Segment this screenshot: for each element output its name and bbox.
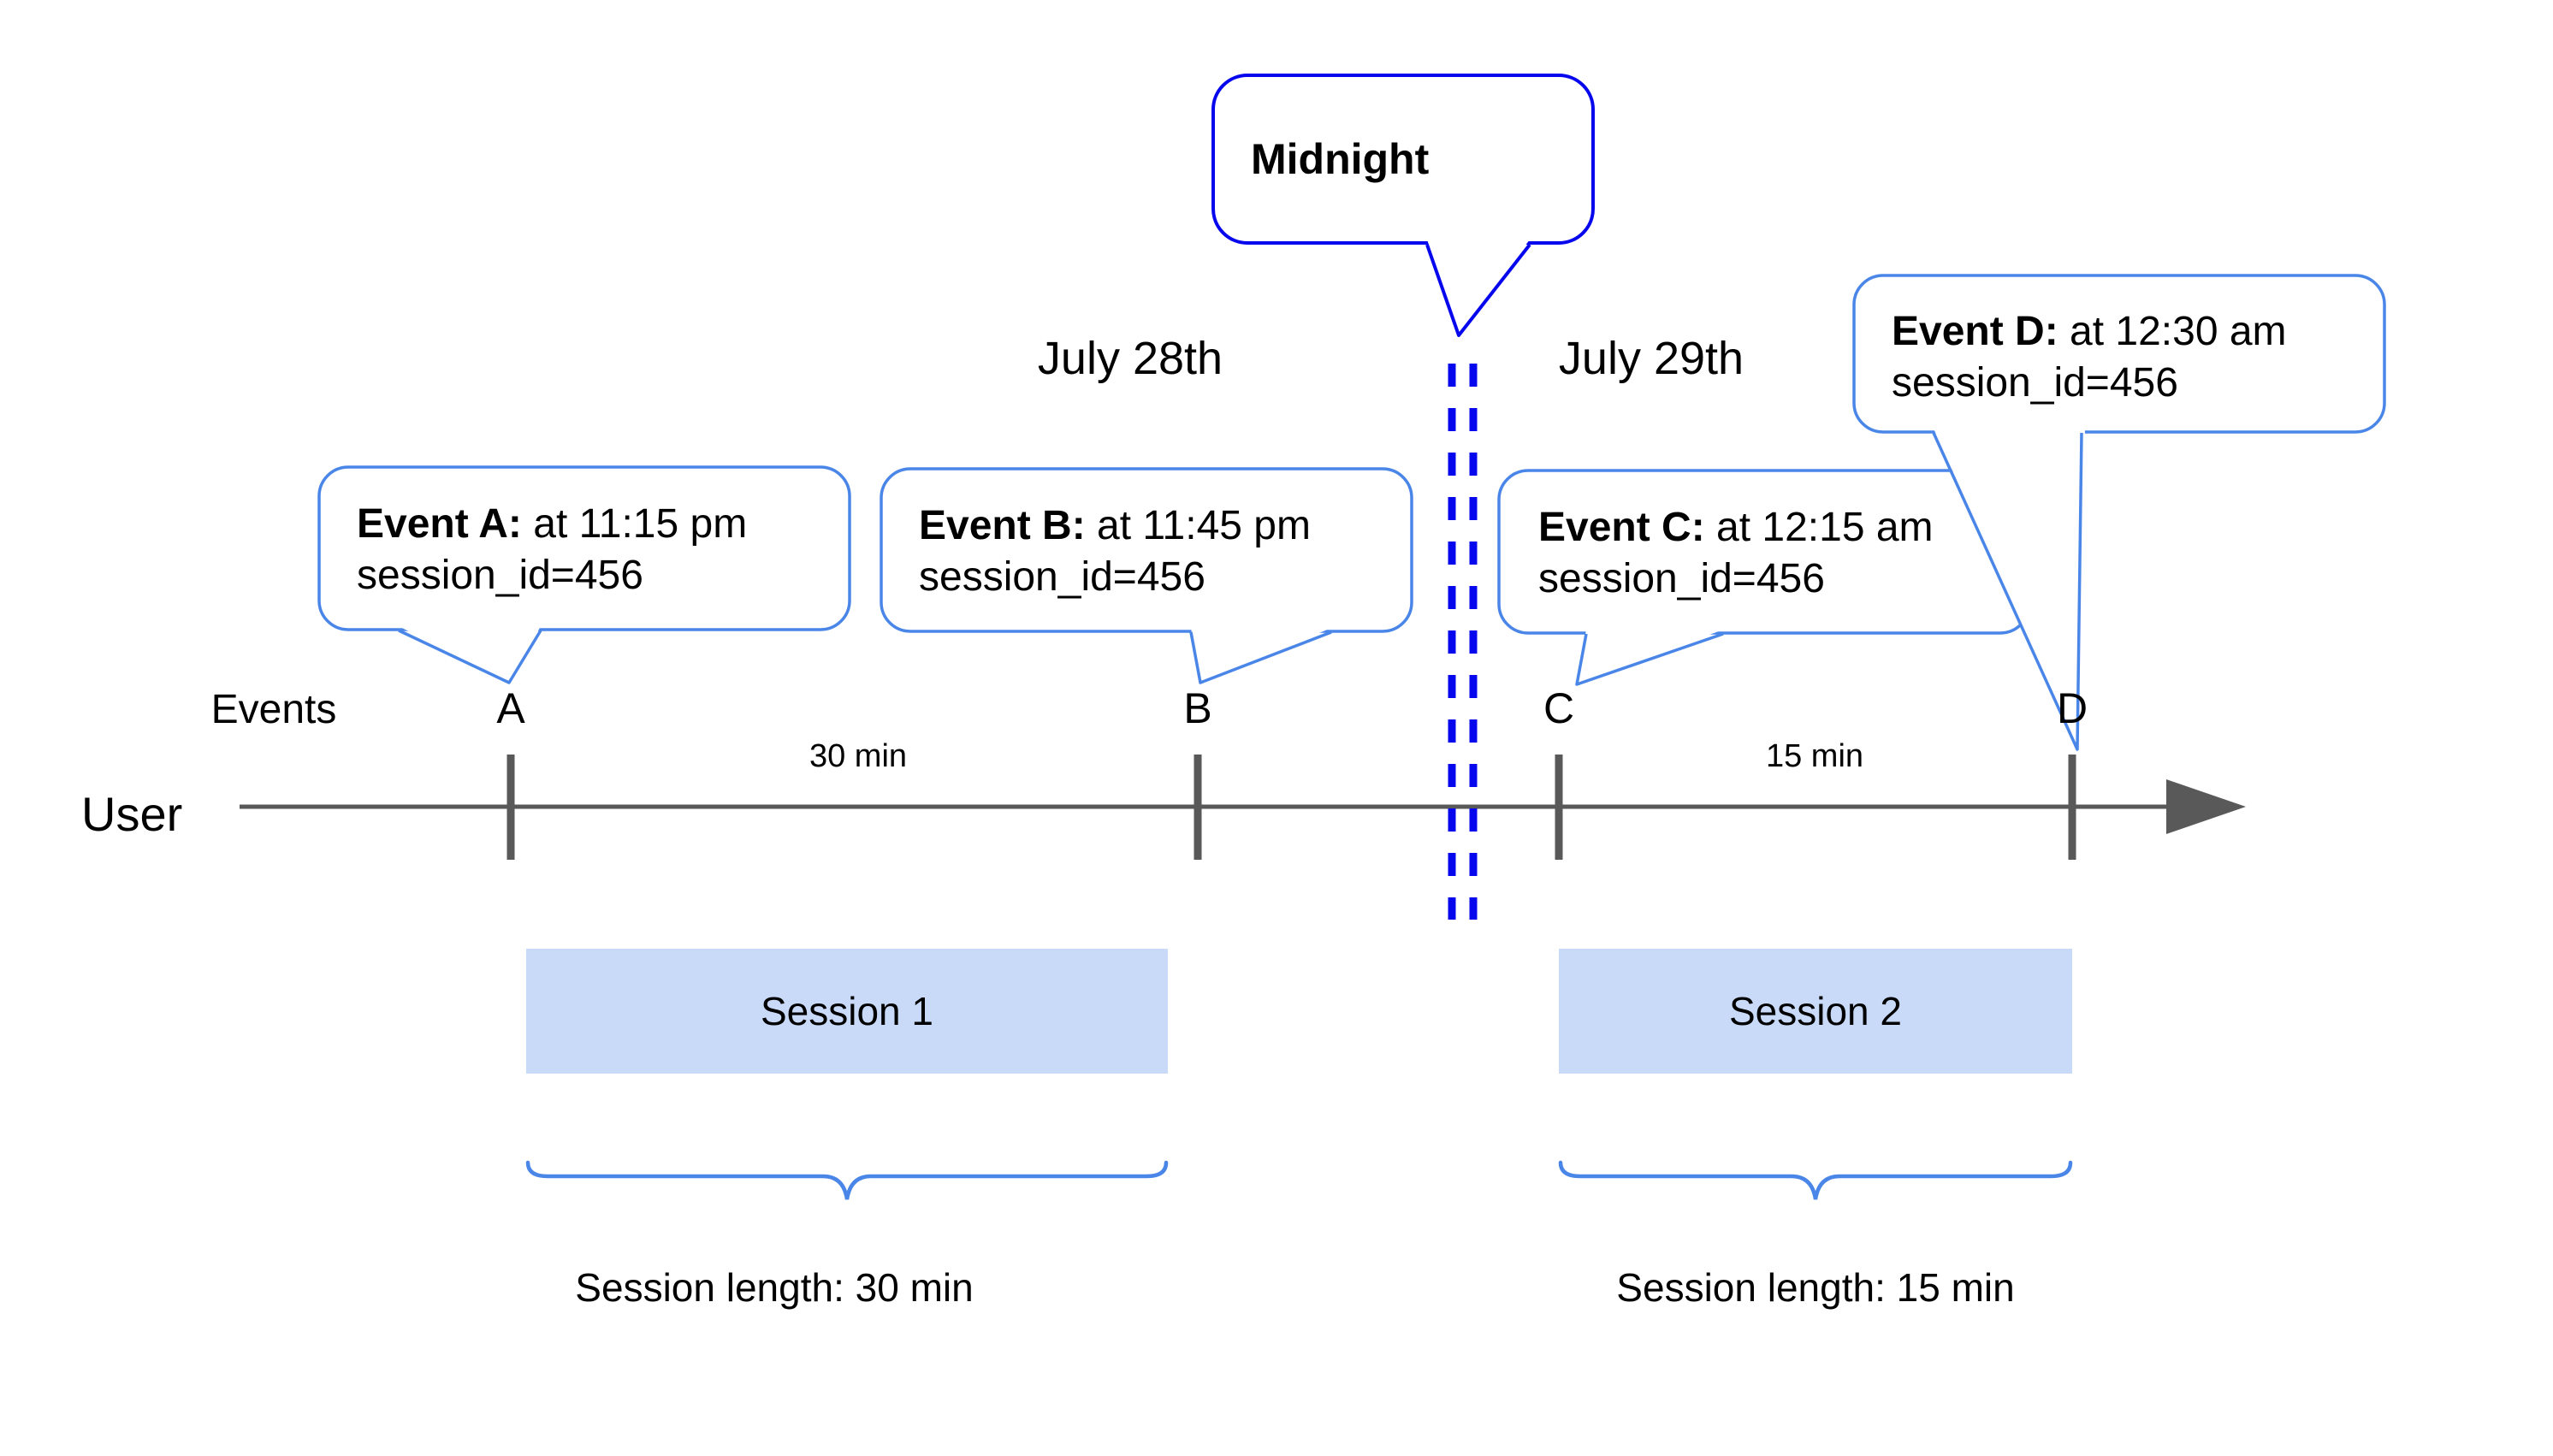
event-a-title-line: Event A: at 11:15 pm bbox=[357, 499, 747, 550]
event-a-time: at 11:15 pm bbox=[521, 501, 748, 547]
midnight-divider bbox=[1448, 364, 1478, 920]
event-c-session-id: session_id=456 bbox=[1538, 556, 1825, 601]
interval-label-30min: 30 min bbox=[809, 738, 908, 774]
event-d-session-id: session_id=456 bbox=[1892, 360, 2178, 405]
event-c-callout-shape bbox=[1497, 469, 2031, 686]
event-a-callout-text: Event A: at 11:15 pm session_id=456 bbox=[357, 499, 747, 601]
event-d-bubble-tail-fill bbox=[1934, 429, 2085, 749]
midnight-bubble-tail-fill bbox=[1427, 240, 1530, 335]
events-row-label: Events bbox=[210, 687, 337, 732]
event-b-bubble bbox=[880, 467, 1413, 633]
event-d-bubble bbox=[1852, 274, 2386, 434]
session-1-length-label: Session length: 30 min bbox=[575, 1265, 974, 1310]
event-a-bubble bbox=[317, 465, 851, 631]
event-c-callout-text: Event C: at 12:15 am session_id=456 bbox=[1538, 502, 1934, 605]
session-1-brace-path bbox=[525, 1160, 1169, 1200]
session-2-brace bbox=[1558, 1160, 2073, 1200]
day-label-july-29: July 29th bbox=[1558, 333, 1744, 384]
session-1-brace bbox=[525, 1160, 1169, 1200]
midnight-bubble-tail bbox=[1425, 243, 1531, 337]
timeline-arrowhead-icon bbox=[2166, 779, 2246, 834]
event-a-session-id: session_id=456 bbox=[357, 553, 643, 598]
event-letter-d: D bbox=[2056, 684, 2088, 732]
interval-label-15min: 15 min bbox=[1765, 738, 1864, 774]
tick-event-b bbox=[1194, 755, 1202, 860]
event-a-bubble-tail bbox=[398, 629, 542, 684]
event-c-title-line: Event C: at 12:15 am bbox=[1538, 502, 1934, 553]
event-a-callout-shape bbox=[317, 465, 851, 684]
event-letter-a: A bbox=[496, 684, 525, 732]
event-b-bubble-tail bbox=[1189, 630, 1332, 684]
event-d-title: Event D: bbox=[1892, 309, 2058, 354]
session-2-box: Session 2 bbox=[1559, 949, 2072, 1074]
midnight-callout-label: Midnight bbox=[1251, 135, 1430, 183]
tick-event-a bbox=[506, 755, 515, 860]
event-letter-c: C bbox=[1543, 684, 1575, 732]
event-d-bubble-tail bbox=[1932, 432, 2083, 751]
event-b-session-id: session_id=456 bbox=[919, 554, 1205, 600]
event-d-callout-shape bbox=[1852, 274, 2386, 751]
event-a-bubble-tail-fill bbox=[399, 626, 541, 683]
midnight-bubble bbox=[1211, 74, 1595, 245]
event-c-bubble-tail bbox=[1575, 632, 1724, 686]
session-1-box: Session 1 bbox=[526, 949, 1168, 1074]
event-b-title-line: Event B: at 11:45 pm bbox=[919, 500, 1311, 552]
tick-event-c bbox=[1555, 755, 1563, 860]
session-1-name: Session 1 bbox=[760, 989, 933, 1033]
user-axis-label: User bbox=[81, 787, 183, 841]
event-d-time: at 12:30 am bbox=[2058, 309, 2287, 354]
event-b-callout-text: Event B: at 11:45 pm session_id=456 bbox=[919, 500, 1311, 603]
event-d-callout-text: Event D: at 12:30 am session_id=456 bbox=[1892, 306, 2287, 409]
event-a-title: Event A: bbox=[357, 501, 522, 547]
day-label-july-28: July 28th bbox=[1037, 333, 1223, 384]
event-d-title-line: Event D: at 12:30 am bbox=[1892, 306, 2287, 358]
tick-event-d bbox=[2068, 755, 2076, 860]
midnight-callout-shape bbox=[1211, 74, 1595, 337]
event-b-bubble-tail-fill bbox=[1191, 628, 1331, 683]
session-2-name: Session 2 bbox=[1728, 989, 1902, 1033]
event-b-time: at 11:45 pm bbox=[1085, 503, 1311, 548]
event-letter-b: B bbox=[1183, 684, 1212, 732]
event-c-time: at 12:15 am bbox=[1704, 505, 1934, 550]
event-b-title: Event B: bbox=[919, 503, 1086, 548]
event-b-callout-shape bbox=[880, 467, 1413, 684]
session-2-brace-path bbox=[1558, 1160, 2073, 1200]
session-2-length-label: Session length: 15 min bbox=[1616, 1265, 2015, 1310]
event-c-title: Event C: bbox=[1538, 505, 1705, 550]
timeline-axis bbox=[240, 755, 2246, 860]
